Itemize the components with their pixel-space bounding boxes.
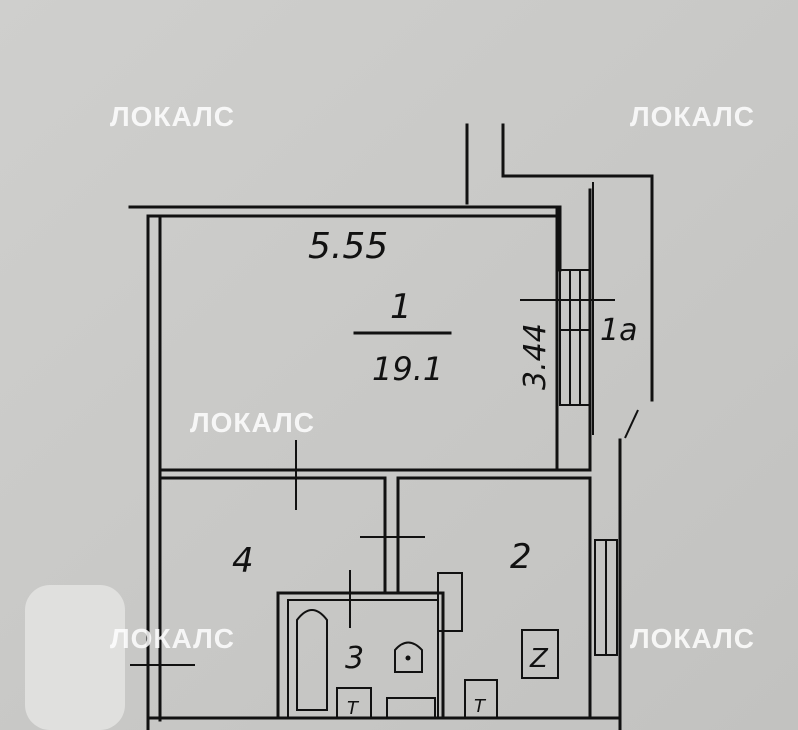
bathroom (276, 570, 559, 720)
sink-left-icon (336, 687, 372, 719)
room1-width: 5.55 (308, 226, 388, 267)
room3-label: 3 (345, 641, 364, 676)
stove-icon (521, 629, 559, 679)
fixture-left-label: Т (347, 698, 360, 719)
room2-label: 2 (510, 537, 532, 577)
room1-area: 19.1 (372, 350, 443, 388)
balcony-label: 1a (600, 313, 637, 348)
sink-right-icon (464, 679, 498, 719)
watermark: ЛОКАЛС (110, 101, 235, 132)
room4-label: 4 (232, 541, 254, 581)
watermark: ЛОКАЛС (630, 101, 755, 132)
labels: 5.55 1 19.1 3.44 1a 4 2 3 Z Т Т (232, 226, 637, 719)
room1-number: 1 (390, 287, 412, 327)
fixture-right-label: Т (474, 696, 487, 717)
bathtub-icon (296, 609, 328, 711)
stove-label: Z (529, 644, 549, 674)
walls (128, 123, 654, 730)
watermarks: ЛОКАЛС ЛОКАЛС ЛОКАЛС ЛОКАЛС ЛОКАЛС (110, 101, 755, 654)
room1-depth: 3.44 (518, 323, 553, 390)
blur-patch (25, 585, 125, 730)
watermark: ЛОКАЛС (630, 623, 755, 654)
watermark: ЛОКАЛС (110, 623, 235, 654)
watermark: ЛОКАЛС (190, 407, 315, 438)
toilet-icon (394, 641, 423, 673)
